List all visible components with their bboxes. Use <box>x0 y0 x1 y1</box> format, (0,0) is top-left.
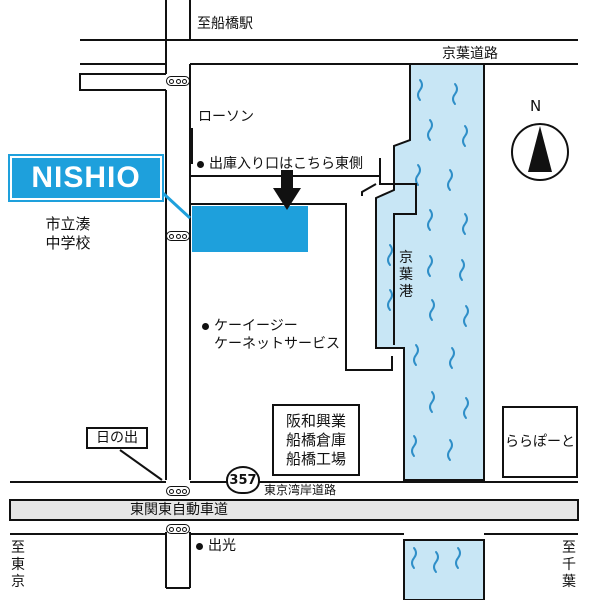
traffic-signal-icon <box>166 524 190 534</box>
hinode-box: 日の出 <box>86 427 148 449</box>
waterside-road <box>361 158 417 345</box>
ideko-label: 出光 <box>196 538 236 554</box>
hanwa-kogyo-box: 阪和興業 船橋倉庫 船橋工場 <box>272 404 360 476</box>
k-eiji-label: ケーイージー <box>202 318 298 334</box>
traffic-signal-icon <box>166 486 190 496</box>
delivery-entrance-text: 出庫入り口はこちら東側 <box>209 156 363 172</box>
tokyo-bay-road-label: 東京湾岸道路 <box>264 483 337 497</box>
to-chiba-label: 至千葉 <box>562 540 576 590</box>
higashi-kanto-expressway <box>9 499 579 521</box>
down-arrow-icon <box>273 170 301 210</box>
nishio-location <box>192 206 308 252</box>
traffic-signal-icon <box>166 231 190 241</box>
k-net-service-label: ケーネットサービス <box>214 336 340 352</box>
lalaport-box: ららぽーと <box>502 406 578 478</box>
higashi-kanto-expressway-label: 東関東自動車道 <box>130 502 228 518</box>
site-block <box>190 158 393 371</box>
to-tokyo-label: 至東京 <box>11 540 25 590</box>
lawson-leader-line <box>191 128 193 164</box>
keiyo-port-label: 京葉港 <box>399 250 413 300</box>
compass-icon <box>511 123 569 181</box>
hinode-leader-line <box>119 449 163 481</box>
location-dot-icon <box>197 160 204 168</box>
ichiritsu-minato-jhs-label: 市立湊 中学校 <box>34 208 102 260</box>
side-road-west <box>79 73 166 91</box>
k-eiji-text: ケーイージー <box>214 318 298 334</box>
delivery-entrance-label: 出庫入り口はこちら東側 <box>197 156 363 172</box>
ideko-text: 出光 <box>208 538 236 554</box>
to-funabashi-station-label: 至船橋駅 <box>197 16 253 32</box>
keiyo-road-label: 京葉道路 <box>442 46 498 62</box>
route-shield-icon: 357 <box>226 466 260 494</box>
keiyo-port-water <box>375 63 485 600</box>
lawson-label: ローソン <box>198 109 254 125</box>
nishio-logo: NISHIO <box>8 154 164 202</box>
location-dot-icon <box>202 322 209 330</box>
location-dot-icon <box>196 542 203 550</box>
traffic-signal-icon <box>166 76 190 86</box>
keiyo-road <box>80 39 578 66</box>
main-north-south-road <box>165 0 191 589</box>
north-label: N <box>530 97 542 115</box>
